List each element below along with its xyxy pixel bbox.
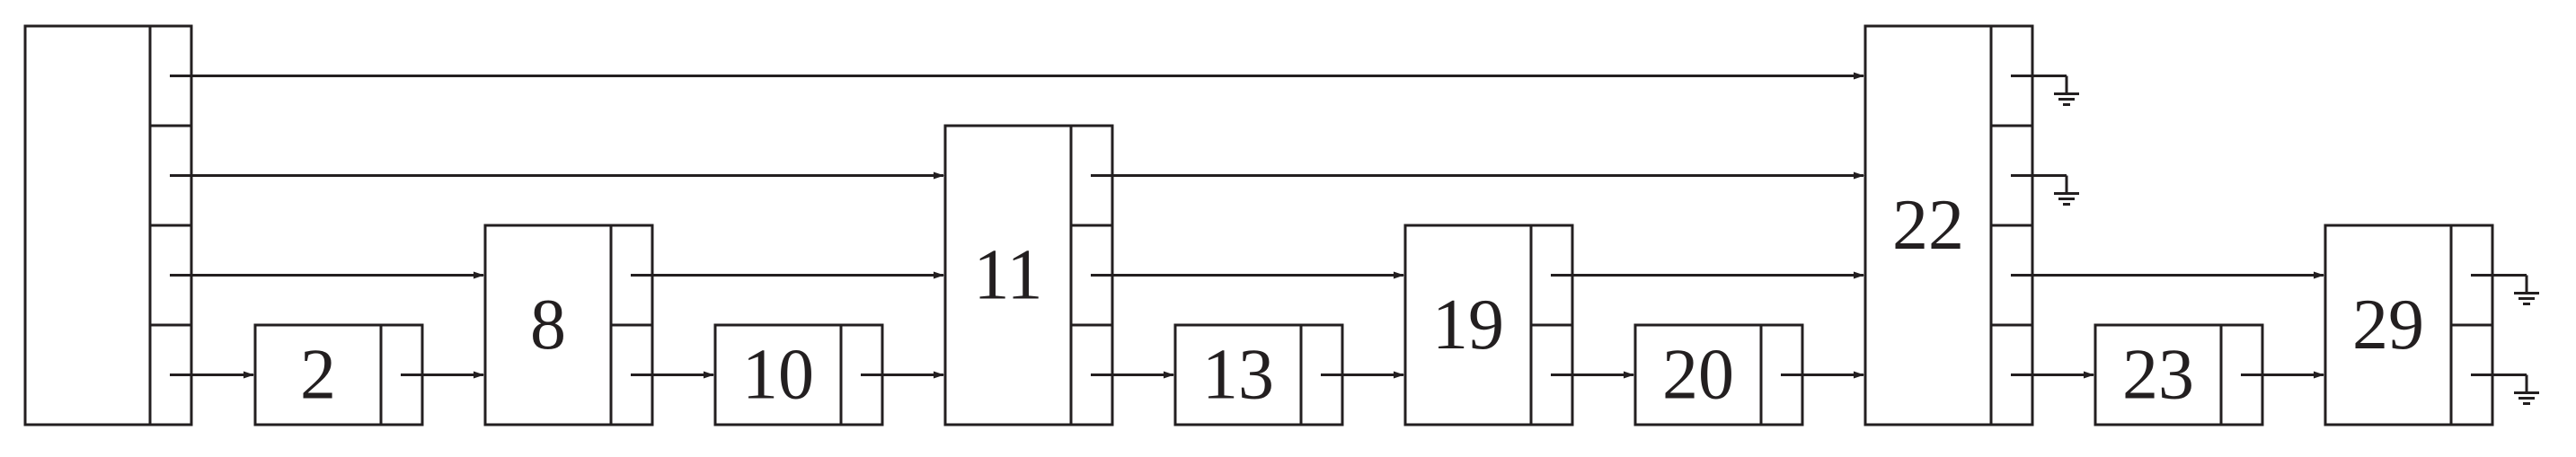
- skip-list-node: 22: [1863, 24, 2034, 426]
- ground-icon: [2471, 274, 2539, 305]
- node-key-label: 11: [973, 236, 1042, 315]
- node-key-label: 23: [2122, 336, 2194, 415]
- skip-list-nodes: 2 8 10 11 13 19 20 22 23 29: [23, 24, 2494, 426]
- header-key-box: [23, 24, 152, 426]
- node-key-label: 13: [1202, 336, 1274, 415]
- pointer-column: [379, 323, 424, 426]
- skip-list-node: 29: [2324, 224, 2494, 426]
- skip-list-node: 23: [2094, 323, 2264, 426]
- skip-list-node: 10: [713, 323, 884, 426]
- node-key-label: 10: [742, 336, 814, 415]
- ground-icon: [2471, 374, 2539, 405]
- header-node: [23, 24, 193, 426]
- pointer-column: [839, 323, 884, 426]
- node-key-label: 19: [1432, 286, 1504, 365]
- skip-list-node: 13: [1173, 323, 1344, 426]
- pointer-links: [170, 72, 2539, 405]
- pointer-column: [1069, 124, 1114, 426]
- skip-list-node: 20: [1633, 323, 1804, 426]
- ground-icon: [2011, 174, 2079, 206]
- node-key-label: 2: [300, 336, 336, 415]
- node-key-label: 22: [1892, 186, 1964, 265]
- skip-list-node: 8: [483, 224, 654, 426]
- skip-list-node: 11: [943, 124, 1114, 426]
- node-key-label: 20: [1662, 336, 1734, 415]
- node-key-label: 29: [2352, 286, 2424, 365]
- pointer-column: [1759, 323, 1804, 426]
- skip-list-node: 2: [253, 323, 424, 426]
- pointer-column: [1299, 323, 1344, 426]
- pointer-column: [2219, 323, 2264, 426]
- ground-icon: [2011, 75, 2079, 106]
- skip-list-node: 19: [1403, 224, 1574, 426]
- node-key-label: 8: [530, 286, 566, 365]
